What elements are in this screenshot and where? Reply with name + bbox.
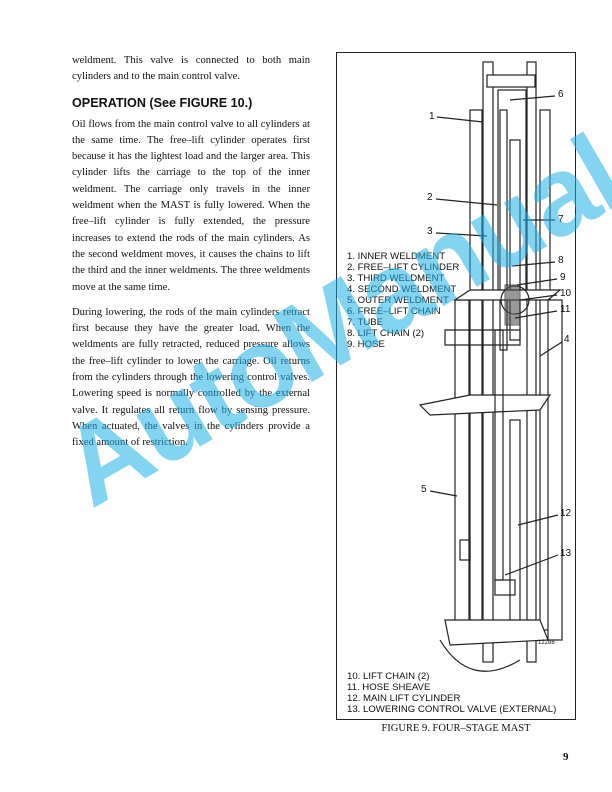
callout-3: 3 bbox=[427, 226, 433, 237]
operation-paragraph-2: During lowering, the rods of the main cy… bbox=[72, 306, 310, 449]
text-column: weldment. This valve is connected to bot… bbox=[72, 53, 310, 461]
legend-item: 2. FREE–LIFT CYLINDER bbox=[347, 262, 460, 273]
legend-item: 7. TUBE bbox=[347, 317, 384, 328]
intro-paragraph: weldment. This valve is connected to bot… bbox=[72, 55, 310, 83]
legend-item: 12. MAIN LIFT CYLINDER bbox=[347, 693, 461, 704]
callout-2: 2 bbox=[427, 192, 433, 203]
callout-10: 10 bbox=[560, 288, 572, 299]
callout-8: 8 bbox=[558, 255, 564, 266]
legend-item: 11. HOSE SHEAVE bbox=[347, 682, 431, 693]
figure-legend-top: 1. INNER WELDMENT 2. FREE–LIFT CYLINDER … bbox=[347, 251, 459, 350]
callout-1: 1 bbox=[429, 111, 435, 122]
legend-item: 3. THIRD WELDMENT bbox=[347, 273, 445, 284]
callout-11: 11 bbox=[560, 304, 571, 315]
legend-item: 1. INNER WELDMENT bbox=[347, 251, 446, 262]
callout-13: 13 bbox=[560, 548, 572, 559]
callout-5: 5 bbox=[421, 484, 427, 495]
legend-item: 5. OUTER WELDMENT bbox=[347, 295, 449, 306]
callout-9: 9 bbox=[560, 272, 566, 283]
legend-item: 8. LIFT CHAIN (2) bbox=[347, 328, 425, 339]
figure-frame bbox=[336, 52, 576, 720]
figure-legend-bottom: 10. LIFT CHAIN (2) 11. HOSE SHEAVE 12. M… bbox=[347, 671, 556, 715]
operation-paragraph-1: Oil flows from the main control valve to… bbox=[72, 118, 310, 293]
section-heading: OPERATION (See FIGURE 10.) bbox=[72, 95, 253, 110]
legend-item: 10. LIFT CHAIN (2) bbox=[347, 671, 430, 682]
part-number: 12288 bbox=[538, 640, 555, 646]
legend-item: 4. SECOND WELDMENT bbox=[347, 284, 457, 295]
figure-caption: FIGURE 9. FOUR–STAGE MAST bbox=[381, 723, 531, 734]
legend-item: 6. FREE–LIFT CHAIN bbox=[347, 306, 441, 317]
page-number: 9 bbox=[563, 751, 569, 763]
callout-12: 12 bbox=[560, 508, 572, 519]
callout-4: 4 bbox=[564, 334, 570, 345]
callout-7: 7 bbox=[558, 214, 564, 225]
callout-6: 6 bbox=[558, 89, 564, 100]
legend-item: 13. LOWERING CONTROL VALVE (EXTERNAL) bbox=[347, 704, 557, 715]
legend-item: 9. HOSE bbox=[347, 339, 385, 350]
